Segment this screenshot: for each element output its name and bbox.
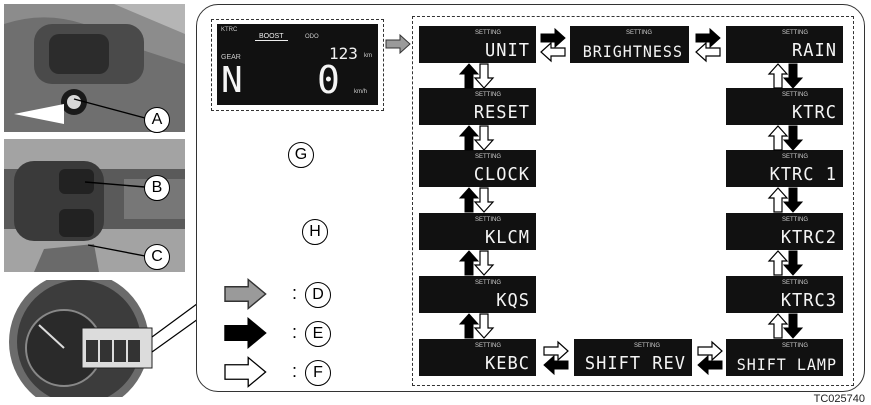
legend-separator-e: : [292, 322, 297, 343]
gray-arrow-icon [225, 280, 266, 309]
black-arrow-icon [544, 356, 568, 374]
callout-f: F [305, 360, 331, 386]
white-arrow-icon [696, 43, 720, 61]
white-arrow-icon [541, 43, 565, 61]
white-arrow-icon [225, 358, 266, 387]
right-column-arrows [769, 64, 802, 338]
black-arrow-icon [698, 356, 722, 374]
callout-d: D [305, 282, 331, 308]
figure-code: TC025740 [814, 393, 865, 405]
black-arrow-icon [696, 29, 720, 47]
black-arrow-icon [541, 29, 565, 47]
legend-separator-d: : [292, 283, 297, 304]
callout-e: E [305, 321, 331, 347]
black-arrow-icon [225, 319, 266, 348]
legend-separator-f: : [292, 361, 297, 382]
left-column-arrows [460, 64, 493, 338]
gray-arrow-icon [386, 35, 410, 53]
white-arrow-icon [544, 342, 568, 360]
white-arrow-icon [698, 342, 722, 360]
